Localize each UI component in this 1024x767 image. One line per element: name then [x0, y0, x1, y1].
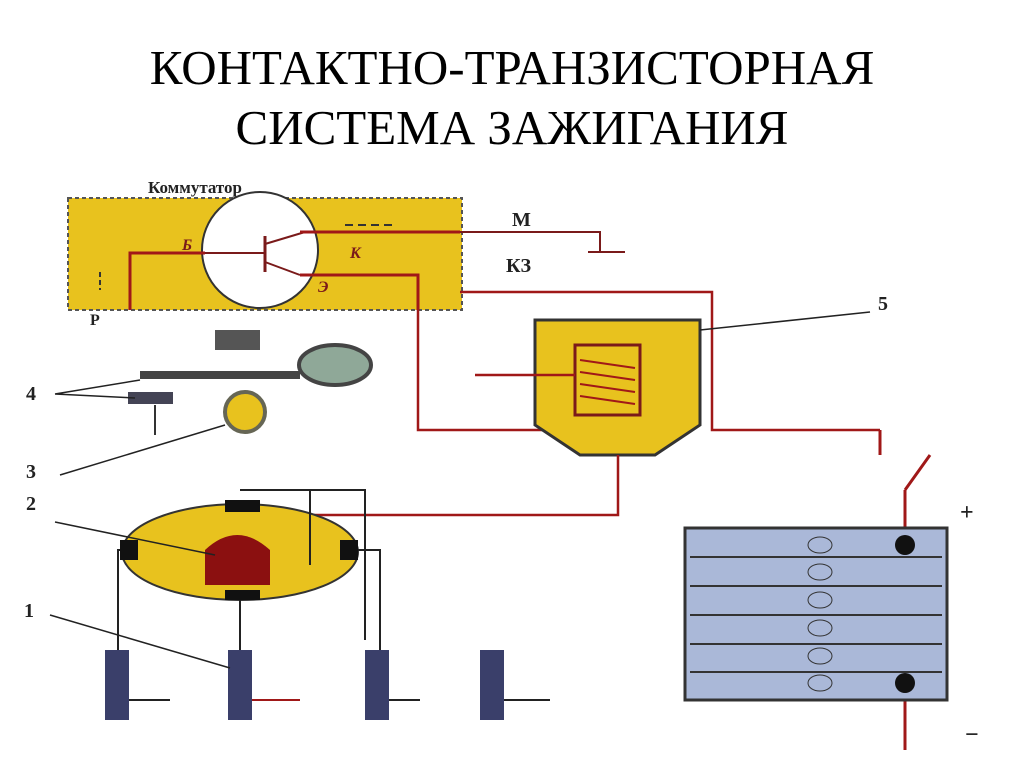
- terminal-kz: КЗ: [506, 255, 532, 277]
- diagram-shape: [297, 343, 373, 387]
- ignition-switch: [878, 430, 932, 750]
- spark-plug-icon: [228, 650, 300, 720]
- diagram-shape: [225, 590, 260, 600]
- diagram-shape: [807, 619, 833, 637]
- callouts: 1 2 3 4 5: [24, 293, 888, 669]
- diagram-shape: [215, 330, 260, 350]
- diagram-shape: [807, 674, 833, 692]
- title-line-2: СИСТЕМА ЗАЖИГАНИЯ: [235, 100, 789, 155]
- diagram-shape: [480, 650, 504, 720]
- diagram-shape: [120, 540, 138, 560]
- spark-plug-icon: [365, 650, 420, 720]
- spark-plug-icon: [105, 650, 170, 720]
- diagram-shape: [460, 231, 625, 253]
- callout-1: 1: [24, 600, 34, 622]
- transistor-icon: [201, 191, 319, 309]
- diagram-shape: [807, 647, 833, 665]
- callout-4: 4: [26, 383, 36, 405]
- callout-3: 3: [26, 461, 36, 483]
- commutator-label: Коммутатор: [148, 178, 242, 197]
- diagram-shape: [128, 392, 173, 404]
- ignition-coil: [240, 318, 702, 517]
- slide-title: КОНТАКТНО-ТРАНЗИСТОРНАЯ СИСТЕМА ЗАЖИГАНИ…: [0, 38, 1024, 158]
- diagram-shape: [54, 379, 141, 399]
- diagram-shape: [264, 261, 301, 276]
- callout-2: 2: [26, 493, 36, 515]
- battery-plus: +: [960, 500, 974, 526]
- emitter-label: Э: [318, 279, 328, 296]
- spark-plugs: [105, 650, 550, 720]
- callout-5: 5: [878, 293, 888, 315]
- diagram-shape: [49, 614, 231, 669]
- diagram-shape: [895, 673, 915, 693]
- terminal-p: Р: [90, 312, 100, 329]
- diagram-shape: [416, 290, 880, 432]
- diagram-shape: [579, 359, 636, 405]
- base-label: Б: [181, 237, 192, 254]
- collector-label: К: [349, 245, 362, 262]
- cam-icon: [223, 390, 267, 434]
- spark-plug-icon: [480, 650, 550, 720]
- diagram-shape: [340, 540, 358, 560]
- diagram-shape: [690, 556, 942, 673]
- diagram-shape: [365, 650, 389, 720]
- diagram-shape: [895, 535, 915, 555]
- diagram-shape: [807, 536, 833, 554]
- diagram-shape: [105, 650, 129, 720]
- terminal-m: М: [512, 209, 531, 231]
- diagram-shape: [59, 424, 226, 476]
- title-line-1: КОНТАКТНО-ТРАНЗИСТОРНАЯ: [149, 40, 875, 95]
- distributor: [117, 489, 381, 650]
- diagram-shape: [228, 650, 252, 720]
- diagram-shape: [128, 230, 460, 310]
- diagram-shape: [117, 489, 381, 650]
- diagram-shape: [807, 563, 833, 581]
- battery: [683, 526, 949, 702]
- diagram-shape: [264, 231, 306, 245]
- battery-minus: −: [965, 722, 979, 748]
- breaker-contacts: [128, 330, 373, 435]
- diagram-shape: [699, 311, 871, 331]
- commutator: Коммутатор Б К Э: [67, 178, 463, 311]
- diagram-shape: [54, 521, 216, 556]
- diagram-shape: [807, 591, 833, 609]
- diagram-shape: [205, 535, 270, 585]
- diagram-shape: [225, 500, 260, 512]
